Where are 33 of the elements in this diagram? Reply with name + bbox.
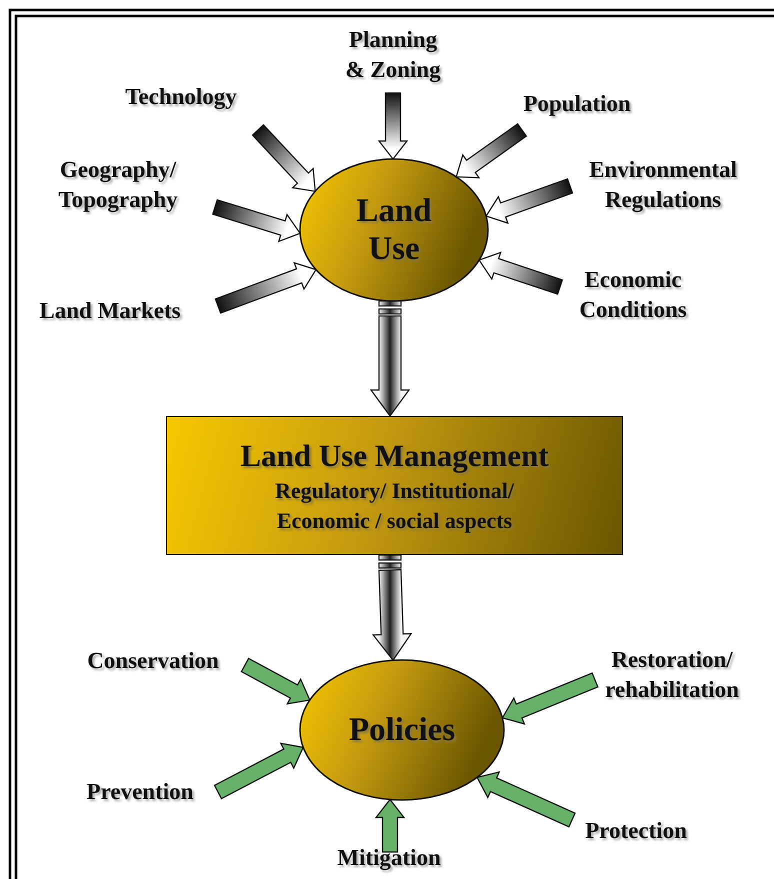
block-arrow bbox=[212, 199, 302, 242]
factor-label: Technology bbox=[106, 82, 256, 112]
block-arrow bbox=[478, 252, 564, 295]
factor-label: Environmental Regulations bbox=[568, 155, 758, 215]
box-title: Land Use Management bbox=[240, 436, 549, 475]
ellipse-node bbox=[299, 158, 489, 302]
block-arrow bbox=[214, 742, 304, 800]
factor-label: Population bbox=[502, 89, 652, 119]
block-arrow bbox=[502, 672, 599, 725]
factor-label: Restoration/ rehabilitation bbox=[587, 645, 757, 705]
block-arrow bbox=[485, 178, 574, 224]
block-arrow bbox=[378, 92, 408, 160]
factor-label: Prevention bbox=[70, 777, 210, 807]
block-arrow bbox=[455, 123, 528, 178]
factor-label: Economic Conditions bbox=[558, 265, 708, 325]
block-arrow bbox=[240, 658, 311, 705]
block-arrow bbox=[374, 798, 406, 853]
factor-label: Planning & Zoning bbox=[341, 25, 445, 85]
block-arrow bbox=[372, 554, 412, 662]
ellipse-node bbox=[299, 659, 505, 801]
factor-label: Land Markets bbox=[22, 296, 198, 326]
factor-label: Geography/ Topography bbox=[38, 155, 198, 215]
factor-label: Conservation bbox=[68, 646, 238, 676]
block-arrow bbox=[214, 262, 317, 314]
box-subtitle: Regulatory/ Institutional/ Economic / social aspects bbox=[274, 476, 516, 535]
node-title: Policies bbox=[348, 711, 456, 749]
factor-label: Protection bbox=[566, 816, 706, 846]
process-box bbox=[166, 416, 623, 555]
block-arrow bbox=[370, 300, 410, 418]
node-title: Land Use bbox=[355, 192, 433, 268]
block-arrow bbox=[476, 771, 576, 828]
factor-label: Mitigation bbox=[319, 843, 459, 873]
block-arrow bbox=[252, 124, 316, 192]
